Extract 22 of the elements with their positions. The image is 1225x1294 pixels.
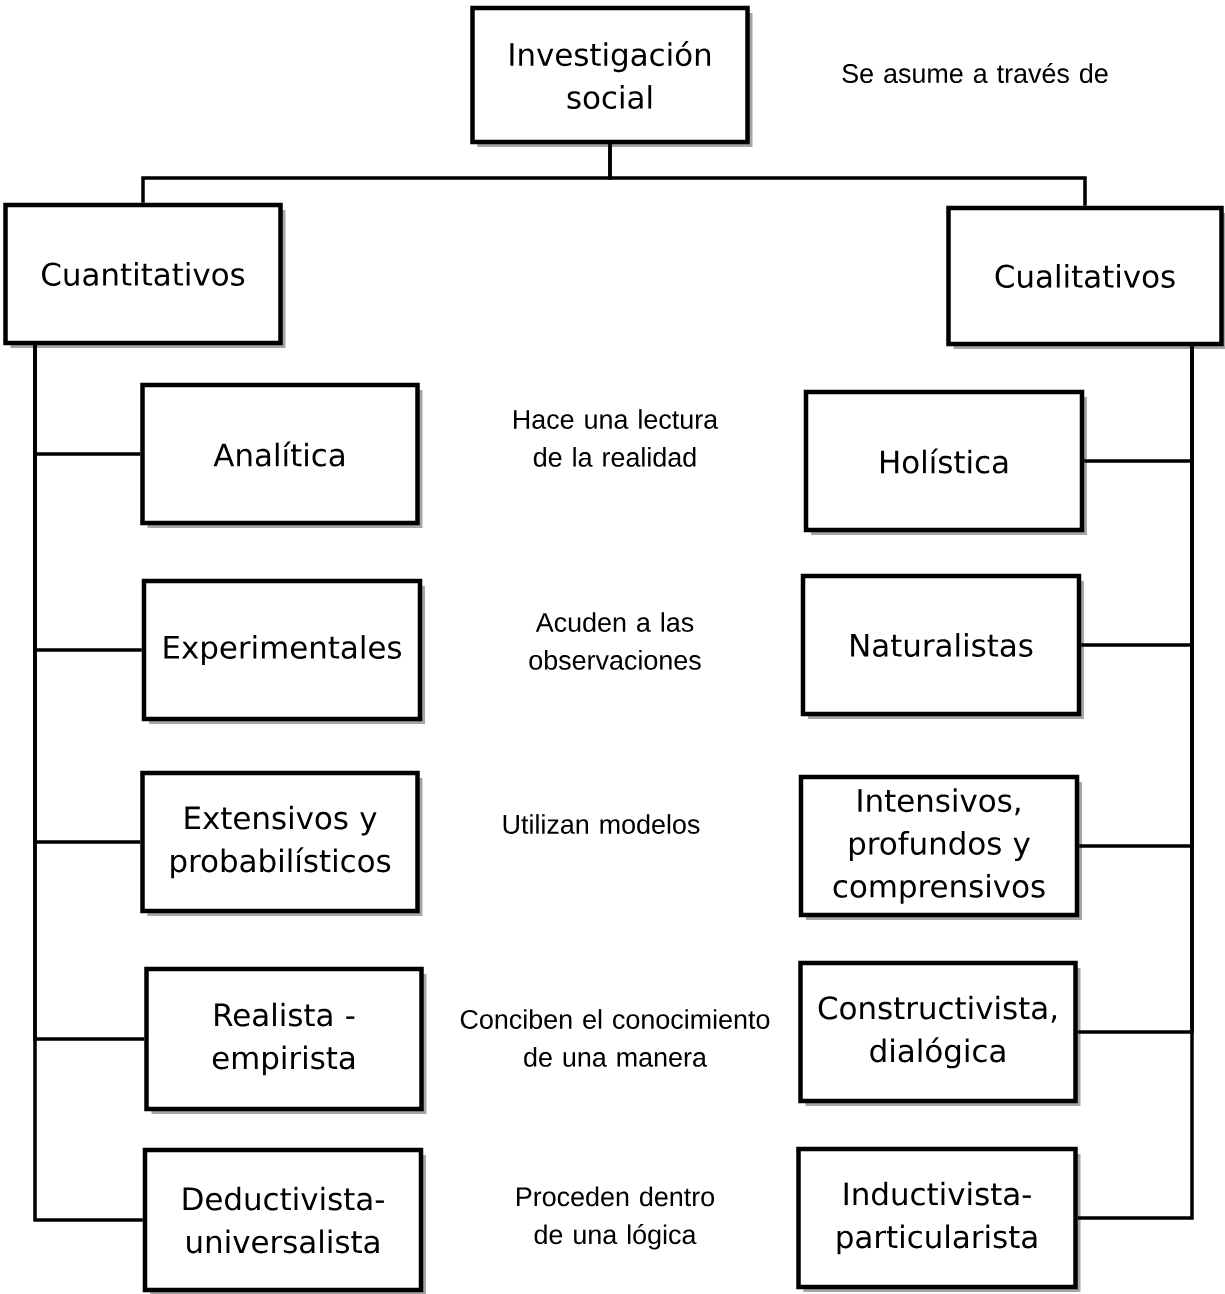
box: Cualitativos xyxy=(946,205,1225,349)
annotation-text: Proceden dentro de una lógica xyxy=(517,1186,714,1250)
annotation-text: Conciben el conocimiento de una manera xyxy=(460,1009,770,1067)
box: Constructivista, dialógica xyxy=(798,960,1081,1106)
box: Experimentales xyxy=(141,578,425,724)
connector-line xyxy=(1077,346,1194,1220)
box: Inductivista- particularista xyxy=(796,1146,1081,1292)
connector-line xyxy=(608,144,1087,206)
box: Holística xyxy=(803,389,1087,535)
box: Cuantitativos xyxy=(3,202,286,348)
box: Extensivos y probabilísticos xyxy=(140,770,423,916)
box: Intensivos, profundos y comprensivos xyxy=(798,774,1082,920)
box: Investigación social xyxy=(470,5,753,147)
box: Deductivista- universalista xyxy=(142,1147,426,1294)
box: Naturalistas xyxy=(800,573,1084,719)
annotation-text: Utilizan modelos xyxy=(503,814,700,834)
connector-line xyxy=(33,345,143,1222)
box: Analítica xyxy=(140,382,423,528)
box: Realista - empirista xyxy=(144,966,427,1114)
annotation-text: Hace una lectura de la realidad xyxy=(514,409,719,467)
annotation-text: Acuden a las observaciones xyxy=(529,612,701,670)
annotation-text: Se asume a través de xyxy=(842,62,1108,84)
